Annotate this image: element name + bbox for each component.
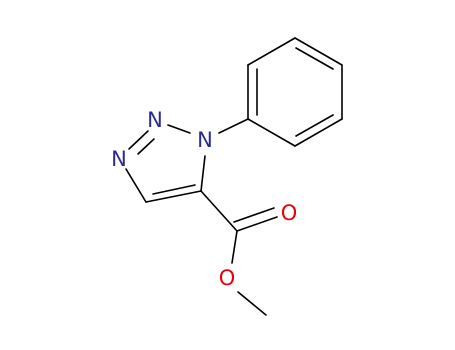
atom-n2: N	[147, 108, 163, 132]
bond-n1-n2	[167, 124, 191, 134]
phenyl-ring	[247, 37, 343, 147]
triazole-ring	[125, 118, 249, 203]
bond-ph-4	[294, 118, 343, 147]
ester-group	[200, 190, 278, 316]
bond-n1-phenyl	[218, 118, 249, 134]
bond-carbonyl-oester	[231, 230, 238, 264]
bond-n2-n3	[128, 130, 149, 150]
atom-o-carbonyl: O	[281, 201, 298, 225]
bond-n3-c4	[125, 168, 147, 203]
bond-c5-carbonyl	[200, 190, 238, 232]
bond-carbonyl-o-double	[233, 207, 275, 223]
atom-n1: N	[197, 128, 213, 152]
bond-carbonyl-o	[236, 216, 278, 232]
bond-c5-n1	[200, 155, 206, 192]
bond-ph-5	[247, 118, 296, 147]
bond-c4-c5	[145, 190, 202, 203]
atom-n3: N	[111, 147, 127, 171]
bond-ph-1	[247, 37, 296, 66]
atom-o-ester: O	[219, 266, 236, 290]
bond-n2-n3-double	[137, 138, 155, 155]
bond-ph-inner-2	[295, 114, 334, 137]
bond-ph-inner-1	[295, 47, 334, 70]
bond-oester-methyl	[237, 291, 267, 316]
bond-ph-2	[294, 37, 343, 66]
bond-c4-c5-double	[152, 184, 196, 195]
